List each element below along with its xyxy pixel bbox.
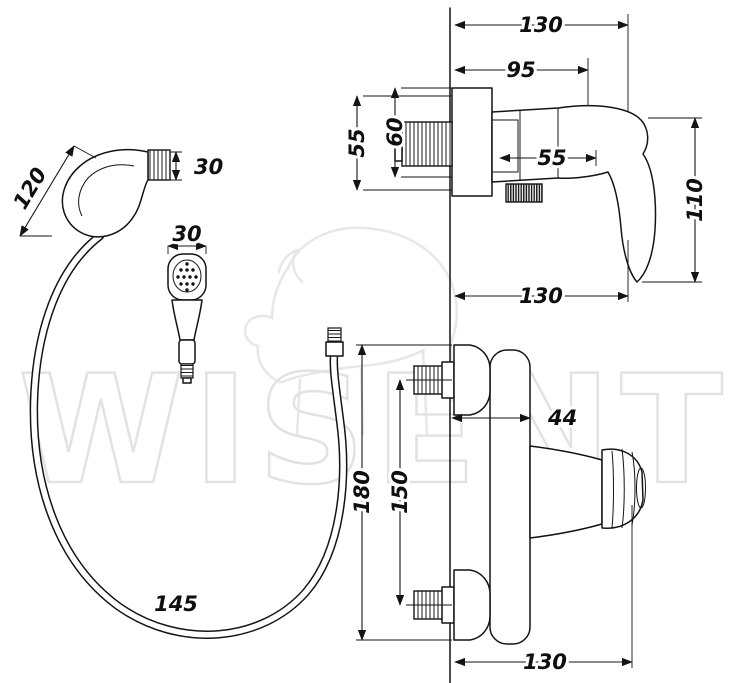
outlet-nipple-thread — [505, 183, 543, 203]
shower-hose: 145 — [29, 231, 348, 639]
dim-top-height-right: 110 — [683, 178, 707, 222]
mixer-front-body — [489, 349, 531, 645]
dim-top-width-total: 130 — [519, 13, 563, 37]
hose-thread — [327, 327, 342, 343]
dim-front-height-centers: 150 — [388, 470, 412, 514]
dim-top-height-left: 55 — [345, 128, 369, 157]
dim-sprayer-cap: 30 — [194, 155, 223, 179]
dim-top-spout: 55 — [537, 146, 566, 170]
hose-nut — [325, 341, 344, 357]
mixer-side-view: 130 95 55 60 55 110 130 — [342, 10, 710, 311]
cartridge-detail — [491, 119, 519, 173]
sprayer-thread-tip — [182, 377, 192, 384]
shower-outlet-thread — [401, 121, 453, 167]
dim-front-width-bottom: 130 — [523, 650, 567, 674]
sprayer-neck — [171, 299, 203, 341]
sprayer-body — [61, 148, 149, 238]
upper-flange-bell — [453, 344, 491, 416]
spout — [529, 445, 603, 539]
dim-hose-length: 145 — [154, 592, 198, 616]
mixer-lever-handle — [491, 104, 657, 283]
sprayer-front-view: 30 — [167, 219, 207, 384]
mixer-front-view: 180 150 44 130 — [347, 344, 646, 677]
dim-sprayer-length: 120 — [8, 163, 51, 213]
aerator — [601, 448, 644, 529]
sprayer-head — [167, 253, 207, 301]
dim-top-height-inner: 60 — [383, 117, 407, 146]
lower-flange-bell — [453, 569, 491, 641]
sprayer-nozzle-holes — [176, 262, 198, 292]
dim-top-width-body: 95 — [506, 58, 535, 82]
dim-top-width-bottom: 130 — [519, 284, 563, 308]
sprayer-handle — [178, 339, 196, 365]
sprayer-thread — [180, 363, 194, 379]
dim-sprayer-head: 30 — [172, 222, 201, 246]
dim-front-height-total: 180 — [350, 470, 374, 514]
mixer-body-block — [451, 87, 493, 197]
sprayer-cap — [147, 149, 171, 181]
dim-front-offset: 44 — [547, 406, 577, 430]
